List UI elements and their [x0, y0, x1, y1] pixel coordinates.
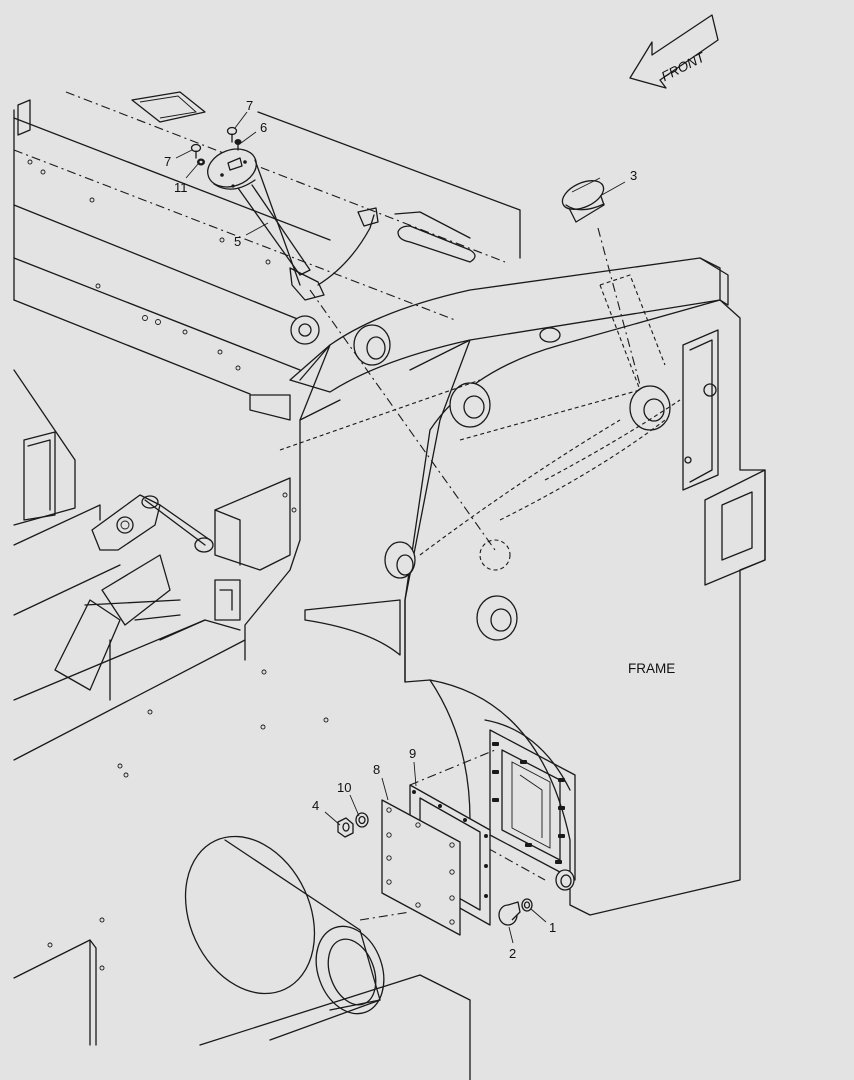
centerlines [309, 289, 546, 921]
callout-4: 4 [312, 798, 319, 813]
chassis-lower-left [13, 369, 291, 761]
part-1-o-ring [521, 898, 533, 912]
frame-body [244, 257, 766, 916]
inspection-opening [489, 729, 576, 891]
callout-9: 9 [409, 746, 416, 761]
callout-1: 1 [549, 920, 556, 935]
front-arrow: FRONT [629, 14, 719, 89]
axle-housing [13, 492, 471, 1080]
part-6-screw [234, 139, 242, 151]
callout-3: 3 [630, 168, 637, 183]
part-11-washer [197, 158, 205, 166]
chassis-rails [13, 91, 521, 395]
callout-7a: 7 [246, 98, 253, 113]
part-5-fuel-sender [207, 148, 379, 301]
part-2-plug [498, 901, 521, 926]
frame-label: FRAME [628, 661, 675, 676]
callout-8: 8 [373, 762, 380, 777]
part-7-bolt-a [226, 126, 238, 143]
callouts: 3 7 6 7 11 5 4 10 8 9 2 1 [164, 98, 637, 961]
hidden-lines [279, 227, 681, 571]
leader-lines [175, 111, 626, 944]
callout-6: 6 [260, 120, 267, 135]
callout-7b: 7 [164, 154, 171, 169]
part-8-cover-plate [381, 799, 461, 936]
callout-5: 5 [234, 234, 241, 249]
callout-2: 2 [509, 946, 516, 961]
frame-bosses [290, 315, 671, 641]
callout-10: 10 [337, 780, 351, 795]
part-10-washer [355, 812, 369, 828]
callout-11: 11 [174, 180, 188, 195]
part-3-fuel-cap [561, 177, 605, 223]
part-4-nut [337, 817, 354, 838]
part-7-bolt-b [190, 143, 202, 159]
